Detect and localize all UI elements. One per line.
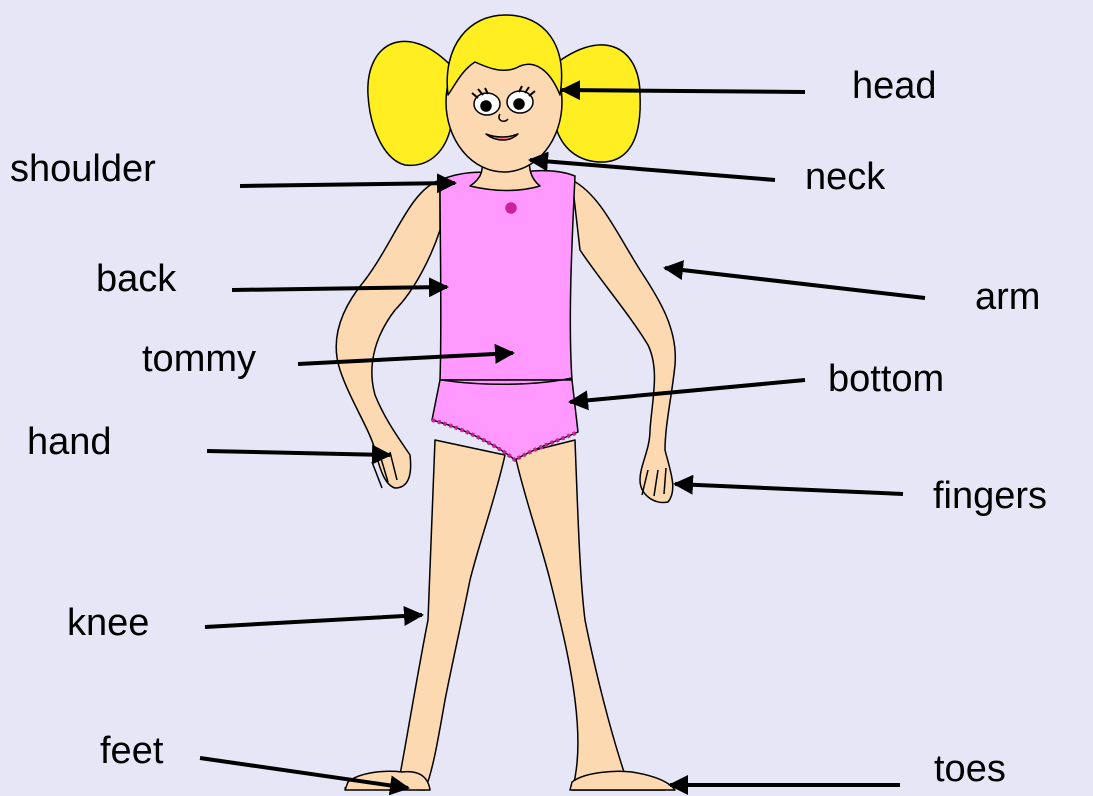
left-leg	[345, 440, 505, 790]
label-back: back	[96, 260, 176, 298]
label-toes: toes	[934, 750, 1006, 788]
left-pupil	[481, 101, 491, 111]
left-arm	[336, 180, 440, 488]
bottom-arrow	[570, 380, 805, 402]
label-head: head	[852, 67, 937, 105]
label-hand: hand	[27, 423, 112, 461]
label-knee: knee	[67, 604, 149, 642]
shoulder-arrow	[240, 183, 455, 186]
left-pigtail	[368, 41, 455, 165]
bow	[506, 203, 516, 213]
label-fingers: fingers	[933, 477, 1047, 515]
knee-arrow	[205, 615, 422, 627]
hand-arrow	[207, 451, 390, 455]
arm-arrow	[665, 268, 925, 298]
back-arrow	[232, 287, 447, 290]
label-bottom: bottom	[828, 360, 944, 398]
head-arrow	[562, 90, 805, 92]
label-neck: neck	[805, 158, 885, 196]
girl-figure	[336, 15, 675, 790]
label-arm: arm	[975, 278, 1040, 316]
right-pupil	[514, 99, 524, 109]
label-tommy: tommy	[142, 340, 256, 378]
label-shoulder: shoulder	[10, 150, 156, 188]
fingers-arrow	[675, 484, 903, 494]
top-shirt	[440, 171, 575, 380]
right-arm	[572, 180, 675, 503]
label-feet: feet	[100, 732, 163, 770]
